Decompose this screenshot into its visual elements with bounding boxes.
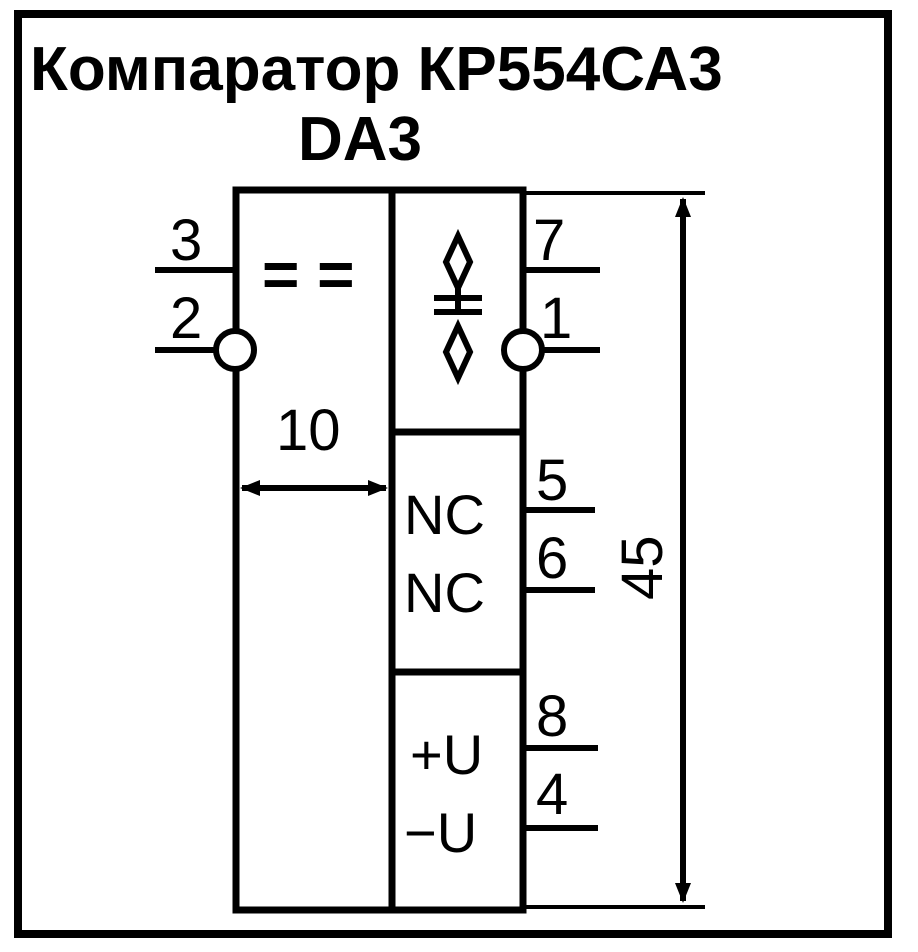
- width-dimension-label: 10: [276, 398, 341, 463]
- inverting-output-circle: [501, 328, 545, 372]
- pin-label-5: 5: [536, 448, 568, 513]
- designator: DA3: [298, 105, 422, 174]
- nc-label-6: NC: [404, 561, 485, 624]
- open-collector-icon: [434, 228, 482, 386]
- height-dimension-label: 45: [610, 535, 675, 600]
- inverting-input-circle: [213, 328, 257, 372]
- pin-label-8: 8: [536, 684, 568, 749]
- pin-label-1: 1: [540, 286, 572, 351]
- pin-label-6: 6: [536, 526, 568, 591]
- power-label-plus: +U: [410, 723, 483, 786]
- nc-label-5: NC: [404, 483, 485, 546]
- power-label-minus: −U: [404, 801, 477, 864]
- function-symbol: = =: [262, 238, 355, 310]
- diagram-title: Компаратор КР554СА3: [30, 35, 723, 104]
- component-body: [232, 186, 527, 914]
- outer-frame: [14, 10, 892, 938]
- pin-label-3: 3: [170, 208, 202, 273]
- pin-label-2: 2: [170, 286, 202, 351]
- pin-label-4: 4: [536, 762, 568, 827]
- pin-label-7: 7: [533, 208, 565, 273]
